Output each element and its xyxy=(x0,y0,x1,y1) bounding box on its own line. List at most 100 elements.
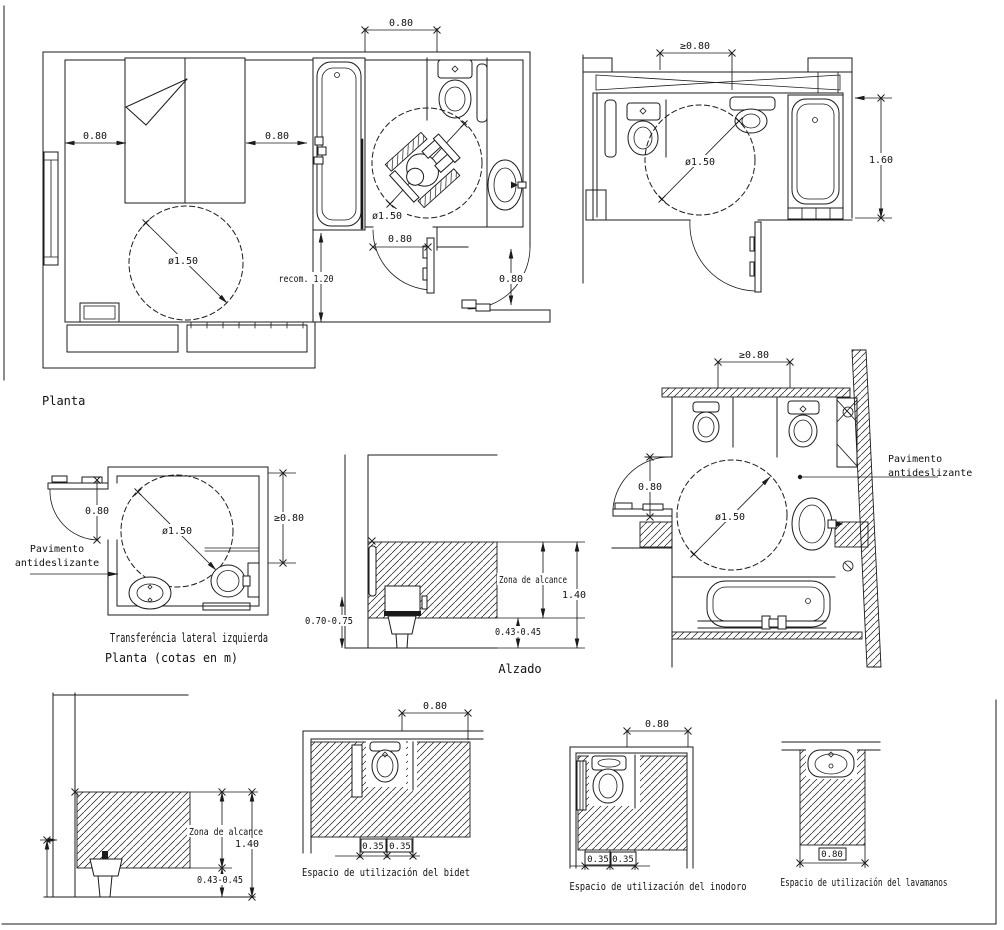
dim-label: 0.80 xyxy=(388,234,412,245)
bidet-elevation: Zona de alcance 1.40 0.43-0.45 xyxy=(40,692,265,901)
note-line1: Pavimento xyxy=(888,454,942,465)
turning-circle-bedroom xyxy=(128,205,244,321)
toilet xyxy=(210,562,260,598)
walls xyxy=(611,396,836,668)
dim-label: 0.80 xyxy=(265,131,289,142)
dim-reach-zone: Zona de alcance xyxy=(497,541,569,619)
grab-bar xyxy=(351,744,363,798)
dim-label: 1.40 xyxy=(562,590,586,601)
dim-label: ø1.50 xyxy=(685,157,715,168)
caption: Espacio de utilización del bidet xyxy=(302,867,470,879)
grab-bar xyxy=(368,545,377,597)
side-table xyxy=(79,302,120,323)
dim-label: 1.60 xyxy=(869,155,893,166)
sink-clearance-plan: 0.80 Espacio de utilización del lavamano… xyxy=(781,741,948,889)
dim-window: ≥0.80 xyxy=(714,350,794,388)
floor-note: Pavimento antideslizante xyxy=(15,544,119,577)
bidet xyxy=(89,851,123,898)
drawing-title: Alzado xyxy=(498,662,541,676)
bathtub xyxy=(787,94,844,220)
dim-label-left: 0.35 xyxy=(362,842,384,852)
bathtub xyxy=(312,57,366,231)
turning-circle xyxy=(644,104,756,216)
dim-label: 0.43-0.45 xyxy=(495,627,541,638)
bidet-clearance-plan: 0.80 0.35 0.35 Espacio de utilización de… xyxy=(302,701,484,879)
wardrobes xyxy=(66,321,308,353)
turning-circle-bath xyxy=(371,107,483,219)
floor-mat xyxy=(202,602,251,611)
dim-bottom: 0.35 0.35 xyxy=(570,850,650,870)
dim-label: ø1.50 xyxy=(372,211,402,222)
dim-label: ø1.50 xyxy=(168,256,198,267)
dim-turning-circle-bedroom: ø1.50 xyxy=(142,219,228,304)
bath-door xyxy=(372,229,435,294)
bathroom-plan-top-right: ø1.50 ≥0.80 1.60 xyxy=(582,41,896,293)
turning-circle xyxy=(676,459,788,571)
dim-door: 0.80 xyxy=(636,453,664,521)
dim-left xyxy=(40,837,57,897)
wall-pier xyxy=(582,57,613,73)
caption: Espacio de utilización del inodoro xyxy=(570,881,747,893)
washbasin xyxy=(807,749,855,778)
dim-bottom: 0.35 0.35 xyxy=(335,837,420,860)
dim-label: 0.80 xyxy=(499,274,523,285)
dim-reach-height: 1.40 xyxy=(232,788,261,901)
dim-label: 0.80 xyxy=(638,482,662,493)
toilet xyxy=(437,59,473,119)
dim-label-right: 0.35 xyxy=(612,855,634,865)
dim-label-right: 0.35 xyxy=(389,842,411,852)
note-line1: Pavimento xyxy=(30,544,84,555)
dim-bed-left: 0.80 xyxy=(64,131,127,146)
dim-label: 0.80 xyxy=(83,131,107,142)
dim-window: ≥0.80 xyxy=(656,41,736,90)
reach-zone-label: Zona de alcance xyxy=(499,575,567,586)
caption: Espacio de utilización del lavamanos xyxy=(781,877,948,889)
toilet xyxy=(384,585,428,649)
grab-bar xyxy=(604,99,617,158)
drawing-title: Planta xyxy=(42,394,85,408)
toilet xyxy=(787,400,820,448)
door xyxy=(47,475,109,541)
wall-bottom xyxy=(671,631,863,640)
shelf-column xyxy=(836,397,858,468)
bidet xyxy=(369,741,401,783)
dim-side: ≥0.80 xyxy=(268,469,307,567)
note-line2: antideslizante xyxy=(15,558,99,569)
wall-pilaster xyxy=(834,521,869,548)
dim-reach-zone: Zona de alcance xyxy=(187,788,265,869)
dim-label: recom. 1.20 xyxy=(279,274,334,285)
bathtub xyxy=(697,580,831,630)
turning-circle xyxy=(120,474,234,588)
dim-seat-height: 0.43-0.45 xyxy=(493,617,543,649)
wheelchair-user-icon xyxy=(384,131,461,209)
dim-reach-height: 1.40 xyxy=(559,541,589,649)
radiator-panel xyxy=(576,760,587,811)
bedroom-suite-plan: ø1.50 ø1.50 xyxy=(42,18,551,408)
wall xyxy=(781,741,881,751)
dim-turning-circle: ø1.50 xyxy=(690,476,771,558)
outer-wall xyxy=(107,466,269,616)
dim-label: 1.40 xyxy=(235,839,259,850)
dim-recommended-passage: recom. 1.20 xyxy=(277,232,335,323)
dim-label: ≥0.80 xyxy=(274,513,304,524)
wall-box xyxy=(585,189,607,221)
dim-width: 0.80 xyxy=(623,719,692,747)
dim-label: 0.80 xyxy=(645,719,669,730)
bathroom-plan-right: 0.80 ø1.50 xyxy=(611,349,972,668)
bed xyxy=(124,57,246,204)
wall-stub xyxy=(639,521,673,548)
dim-turning-circle: ø1.50 xyxy=(134,488,217,571)
toilet xyxy=(591,755,627,804)
dim-label: 0.80 xyxy=(423,701,447,712)
door xyxy=(612,456,673,517)
dim-label: ø1.50 xyxy=(162,526,192,537)
dim-bath-door-top: 0.80 xyxy=(361,18,441,52)
dim-label: ø1.50 xyxy=(715,512,745,523)
door xyxy=(689,219,762,293)
dim-width: 0.80 xyxy=(398,701,472,740)
toilet-elevation: Zona de alcance 1.40 0.43-0.45 0.70-0.75… xyxy=(302,454,589,676)
dim-label: 0.70-0.75 xyxy=(305,616,353,627)
dim-bed-right: 0.80 xyxy=(245,131,308,146)
lateral-transfer-plan: 0.80 ø1.50 ≥0.80 xyxy=(15,466,307,665)
